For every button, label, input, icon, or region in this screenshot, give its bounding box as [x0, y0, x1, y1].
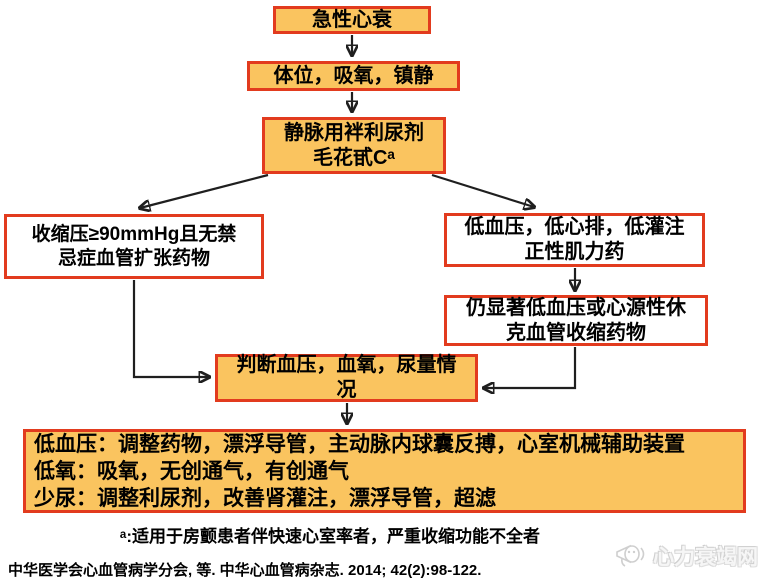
node-position-oxygen-sedation: 体位，吸氧，镇静 [247, 61, 460, 91]
arrow-diuretic-to-vasodilator [140, 173, 269, 208]
node-management: 低血压：调整药物，漂浮导管，主动脉内球囊反搏，心室机械辅助装置 低氧：吸氧，无创… [23, 429, 746, 513]
connector-vasodilator-to-assess [132, 280, 209, 377]
watermark: 心力衰竭网 [614, 541, 758, 571]
arrow-diuretic-to-inotrope [431, 173, 534, 207]
connector-vasoconstrictor-to-assess [484, 347, 577, 388]
citation: 中华医学会心血管病学分会, 等. 中华心血管病杂志. 2014; 42(2):9… [8, 562, 482, 579]
management-line-hypoxia: 低氧：吸氧，无创通气，有创通气 [34, 459, 349, 483]
node-assess-bp-oxygen-urine: 判断血压，血氧，尿量情 况 [215, 354, 478, 402]
node-inotrope: 低血压，低心排，低灌注 正性肌力药 [444, 213, 705, 267]
node-vasoconstrictor: 仍显著低血压或心源性休 克血管收缩药物 [444, 295, 708, 346]
footnote: ᵃ:适用于房颤患者伴快速心室率者，严重收缩功能不全者 [119, 527, 541, 546]
watermark-label: 心力衰竭网 [653, 546, 758, 569]
megaphone-icon [616, 544, 645, 567]
management-line-hypotension: 低血压：调整药物，漂浮导管，主动脉内球囊反搏，心室机械辅助装置 [34, 432, 685, 456]
node-acute-heart-failure: 急性心衰 [273, 6, 431, 34]
management-line-oliguria: 少尿：调整利尿剂，改善肾灌注，漂浮导管，超滤 [34, 486, 496, 510]
node-iv-loop-diuretic: 静脉用袢利尿剂 毛花甙Cᵃ [262, 117, 446, 174]
node-vasodilator: 收缩压≥90mmHg且无禁 忌症血管扩张药物 [4, 214, 264, 279]
